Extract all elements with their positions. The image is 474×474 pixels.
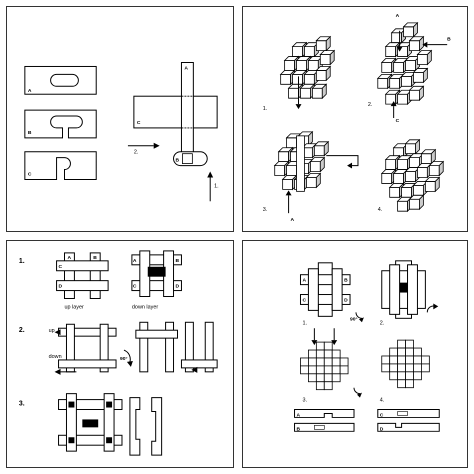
- svg-text:C: C: [133, 284, 137, 290]
- panel-flat-pieces: A B C C A B 2.: [6, 6, 234, 232]
- caption-up-layer: up layer: [64, 304, 84, 310]
- cross-assembly-diagram: A B C D 1. 90° 2.: [294, 260, 440, 432]
- figure-2: A B C 2.: [368, 13, 451, 124]
- 3d-assembly-diagram: 1. A B C 2.: [263, 13, 451, 223]
- step-2-label: 2.: [134, 150, 139, 156]
- fig-1-label: 1.: [263, 106, 268, 112]
- step-2-number: 2.: [19, 327, 25, 334]
- figure-4: 4.: [378, 139, 444, 213]
- caption-down-layer: down layer: [132, 304, 158, 310]
- fig-2-part-b: B: [447, 37, 451, 43]
- fig-3-part-a: A: [291, 217, 295, 223]
- svg-text:B: B: [93, 255, 97, 261]
- svg-text:B: B: [176, 258, 180, 264]
- piece-b: B: [24, 109, 97, 139]
- piece-a: A: [24, 65, 97, 95]
- svg-text:D: D: [59, 284, 63, 290]
- cross-figure-4: 4.: [380, 339, 430, 404]
- fig-2-part-c: C: [396, 118, 400, 124]
- step-1: 1. A B C D up layer A B C D down layer: [19, 250, 182, 310]
- svg-text:C: C: [302, 297, 306, 303]
- step-1-number: 1.: [19, 258, 25, 265]
- label-down: down: [49, 354, 62, 360]
- assembly-label-b: B: [176, 158, 180, 164]
- svg-text:A: A: [302, 278, 306, 284]
- flat-pieces-diagram: A B C C A B 2.: [24, 62, 219, 202]
- piece-c: C: [24, 151, 97, 180]
- step-1-label: 1.: [214, 183, 219, 189]
- figure-3: 3. A: [263, 131, 359, 223]
- svg-text:D: D: [344, 297, 348, 303]
- cross-fig-3-label: 3.: [302, 398, 307, 404]
- svg-text:A: A: [67, 255, 71, 261]
- label-up: up: [49, 328, 55, 334]
- piece-c-label: C: [28, 171, 32, 177]
- fig-4-label: 4.: [378, 207, 383, 213]
- cross-fig-4-label: 4.: [380, 398, 385, 404]
- cross-figure-1: A B C D 1. 90°: [299, 262, 364, 326]
- panel-cross-assembly: A B C D 1. 90° 2.: [242, 240, 468, 468]
- svg-text:D: D: [380, 426, 384, 432]
- flat-pieces-row: A C B D: [294, 409, 440, 432]
- piece-a-label: A: [28, 88, 32, 94]
- assembly-label-a: A: [184, 65, 188, 71]
- rotation-90: 90°: [120, 356, 127, 362]
- assembly-diagram: C A B 2. 1.: [127, 62, 219, 202]
- step-3-number: 3.: [19, 401, 25, 408]
- svg-text:C: C: [380, 412, 384, 418]
- svg-text:D: D: [176, 284, 180, 290]
- figure-1: 1.: [263, 36, 335, 112]
- svg-text:A: A: [297, 412, 301, 418]
- cross-figure-2: 2.: [380, 260, 439, 326]
- cross-fig-1-rotation: 90°: [350, 316, 357, 322]
- svg-text:C: C: [59, 264, 63, 270]
- cross-fig-2-label: 2.: [380, 320, 385, 326]
- cross-fig-1-label: 1.: [302, 320, 307, 326]
- fig-2-part-a: A: [396, 13, 400, 19]
- panel-layer-assembly: 1. A B C D up layer A B C D down layer 2…: [6, 240, 234, 468]
- step-2: 2. up down 90°: [19, 321, 218, 375]
- fig-3-label: 3.: [263, 207, 268, 213]
- layer-assembly-diagram: 1. A B C D up layer A B C D down layer 2…: [19, 250, 218, 456]
- assembly-label-c: C: [137, 120, 141, 126]
- svg-text:B: B: [344, 278, 348, 284]
- piece-b-label: B: [28, 130, 32, 136]
- svg-text:A: A: [133, 258, 137, 264]
- panel-3d-assembly: 1. A B C 2.: [242, 6, 468, 232]
- fig-2-label: 2.: [368, 102, 373, 108]
- cross-figure-3: 3.: [300, 328, 362, 404]
- step-3: 3.: [19, 393, 163, 456]
- svg-text:B: B: [297, 426, 301, 432]
